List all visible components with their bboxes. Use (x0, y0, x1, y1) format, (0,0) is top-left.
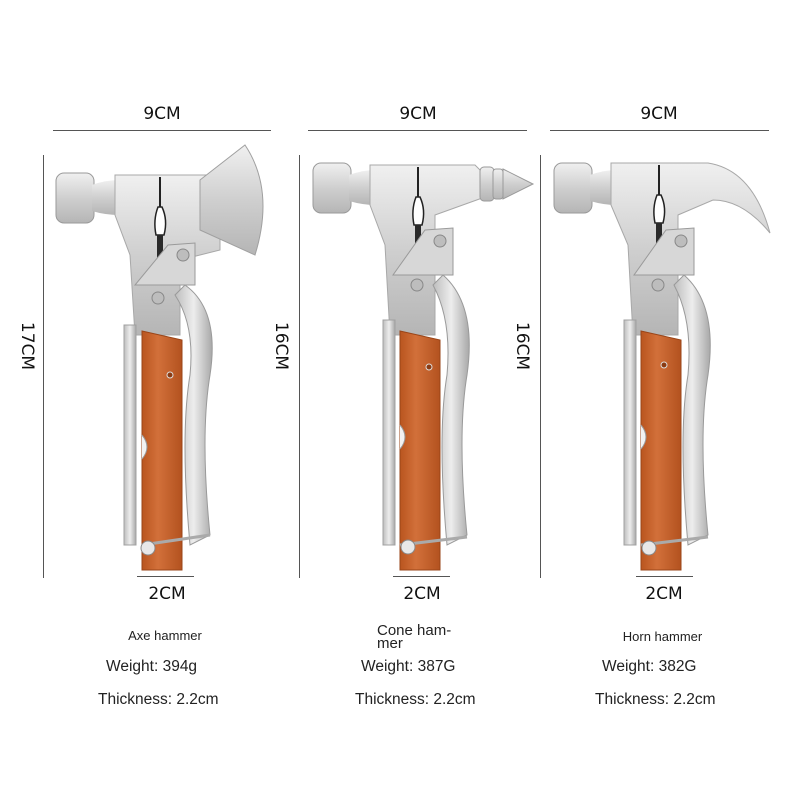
handle-width-label: 2CM (645, 584, 683, 604)
width-dimension-line (308, 130, 527, 131)
handle-width-dimension-line (636, 576, 693, 577)
height-dimension-line (43, 155, 44, 578)
product-weight: Weight: 387G (361, 658, 456, 675)
height-dimension-line (299, 155, 300, 578)
width-dimension-line (53, 130, 271, 131)
axe-hammer-image (55, 144, 264, 571)
handle-width-dimension-line (137, 576, 194, 577)
product-weight: Weight: 394g (106, 658, 198, 675)
horn-hammer-image (553, 162, 771, 571)
handle-width-label: 2CM (148, 584, 186, 604)
width-label: 9CM (640, 104, 678, 124)
width-label: 9CM (143, 104, 181, 124)
product-thickness: Thickness: 2.2cm (355, 691, 476, 708)
product-weight: Weight: 382G (602, 658, 697, 675)
width-dimension-line (550, 130, 769, 131)
width-label: 9CM (399, 104, 437, 124)
product-thickness: Thickness: 2.2cm (98, 691, 219, 708)
height-label: 16CM (512, 321, 532, 371)
height-dimension-line (540, 155, 541, 578)
cone-hammer-image (312, 162, 535, 571)
product-name: Horn hammer (622, 629, 703, 644)
product-name: Cone ham- mer (377, 622, 452, 652)
product-name: Axe hammer (128, 628, 202, 643)
handle-width-label: 2CM (403, 584, 441, 604)
height-label: 17CM (17, 321, 37, 371)
product-thickness: Thickness: 2.2cm (595, 691, 716, 708)
height-label: 16CM (271, 321, 291, 371)
handle-width-dimension-line (393, 576, 450, 577)
